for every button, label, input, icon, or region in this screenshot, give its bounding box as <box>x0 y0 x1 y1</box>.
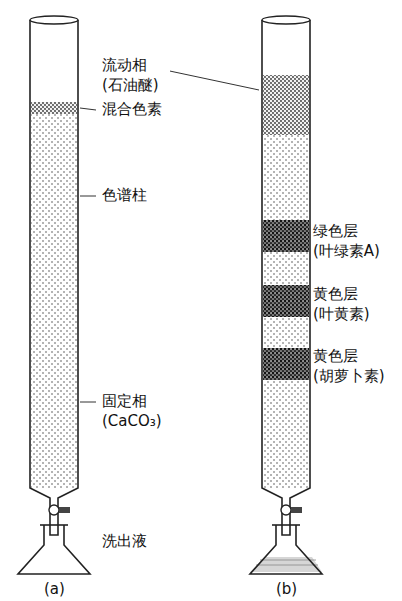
phase-label: 固定相 (CaCO₃) <box>100 392 184 431</box>
part-label: 洗出液 <box>100 532 149 552</box>
phase-label: 流动相 (石油醚) <box>100 56 170 95</box>
figure-label: (b) <box>274 580 299 600</box>
band-label: 绿色层 (叶绿素A) <box>311 222 399 261</box>
column-a <box>18 16 90 574</box>
part-label: 色谱柱 <box>100 186 149 206</box>
band-label: 黄色层 (胡萝卜素) <box>311 347 399 386</box>
band-label: 黄色层 (叶黄素) <box>311 285 399 324</box>
leader-lines <box>80 70 259 402</box>
part-label: 混合色素 <box>100 100 164 120</box>
figure-label: (a) <box>42 580 67 600</box>
